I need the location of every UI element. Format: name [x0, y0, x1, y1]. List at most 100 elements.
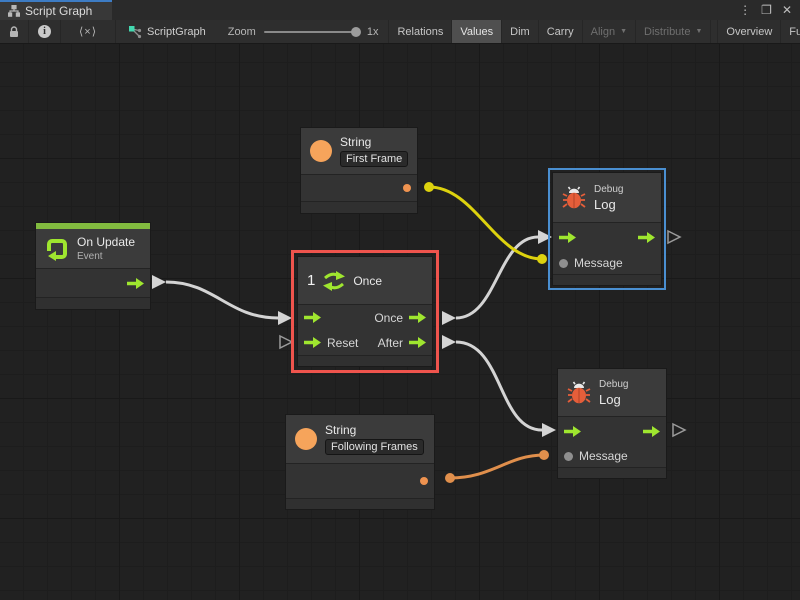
string-literal-icon	[295, 428, 317, 450]
message-input-port[interactable]	[559, 258, 568, 268]
port-label-reset: Reset	[327, 335, 359, 350]
wire-onupdate-once[interactable]	[165, 280, 279, 320]
node-once[interactable]: 1 Once Once Reset After	[291, 250, 439, 373]
on-update-loop-icon	[47, 238, 67, 261]
flow-input-arrow-icon[interactable]	[304, 312, 321, 323]
port-label-after: After	[377, 335, 403, 350]
edit-graph-button[interactable]: ⟨×⟩	[61, 20, 117, 43]
graph-reference[interactable]: ScriptGraph	[116, 20, 218, 43]
node-footer	[301, 201, 417, 213]
port-out-once-after[interactable]	[442, 335, 456, 349]
carry-button[interactable]: Carry	[539, 20, 583, 43]
node-title: Log	[599, 391, 621, 407]
flow-input-arrow-icon[interactable]	[304, 337, 321, 348]
once-cycle-icon	[323, 270, 346, 291]
lock-button[interactable]	[0, 20, 29, 43]
flow-input-arrow-icon[interactable]	[564, 425, 581, 437]
port-out-onupdate[interactable]	[152, 275, 166, 289]
node-title: Once	[353, 273, 383, 288]
node-footer	[558, 467, 666, 478]
graph-toolbar: i ⟨×⟩ ScriptGraph Zoom 1x Relations Valu…	[0, 20, 800, 44]
flow-input-arrow-icon[interactable]	[559, 232, 576, 243]
info-button[interactable]: i	[29, 20, 61, 43]
caret-down-icon: ▼	[620, 28, 628, 35]
node-category: Debug	[594, 183, 624, 195]
message-input-port[interactable]	[564, 451, 573, 461]
string-value-input[interactable]: First Frame	[340, 151, 408, 167]
window-menu-icon[interactable]: ⋮	[739, 3, 752, 17]
port-label-message: Message	[574, 256, 623, 270]
wire-stringfollowing-message[interactable]	[449, 453, 545, 480]
wire-yellow-start-dot[interactable]	[424, 182, 434, 192]
zoom-slider-thumb[interactable]	[350, 26, 361, 37]
port-out-once-once[interactable]	[442, 311, 456, 325]
values-button[interactable]: Values	[452, 20, 503, 43]
node-on-update[interactable]: On Update Event	[35, 222, 151, 310]
node-title: On Update	[77, 235, 136, 249]
close-icon[interactable]: ✕	[781, 3, 792, 17]
node-string-first[interactable]: String First Frame	[300, 127, 418, 214]
flow-output-arrow-icon[interactable]	[409, 312, 426, 323]
graph-canvas[interactable]: String First Frame On Update Event	[0, 44, 800, 600]
bug-icon	[562, 186, 586, 208]
node-debug-log-top[interactable]: Debug Log Message	[548, 168, 666, 290]
node-title: String	[340, 135, 372, 149]
fullscreen-button[interactable]: Full Screen	[789, 25, 800, 38]
info-icon: i	[38, 25, 51, 38]
node-title: Log	[594, 196, 616, 212]
port-out-debugbottom-exit[interactable]	[672, 422, 687, 438]
overview-button[interactable]: Overview	[717, 20, 782, 43]
port-in-once-reset[interactable]	[279, 334, 294, 350]
zoom-slider[interactable]	[263, 26, 361, 37]
wire-once-debugbottom[interactable]	[455, 340, 543, 432]
string-value-input[interactable]: Following Frames	[325, 439, 424, 455]
flow-output-arrow-icon[interactable]	[409, 337, 426, 348]
flow-output-arrow-icon[interactable]	[643, 425, 660, 437]
node-debug-log-bottom[interactable]: Debug Log Message	[557, 368, 667, 479]
tab-title: Script Graph	[25, 4, 93, 18]
once-counter: 1	[307, 272, 316, 289]
port-in-once-enter[interactable]	[278, 311, 292, 325]
code-icon: ⟨×⟩	[79, 26, 98, 38]
distribute-button[interactable]: Distribute ▼	[636, 20, 712, 43]
align-button[interactable]: Align ▼	[583, 20, 637, 43]
flow-output-arrow-icon[interactable]	[127, 277, 144, 289]
node-subtitle: Event	[77, 251, 103, 262]
event-accent-strip	[36, 223, 150, 229]
string-output-port[interactable]	[420, 477, 428, 485]
port-in-debugtop-enter[interactable]	[538, 230, 552, 244]
lock-icon	[10, 25, 18, 37]
port-label-message: Message	[579, 449, 628, 463]
node-footer	[36, 297, 150, 309]
node-title: String	[325, 423, 357, 437]
port-in-debugbottom-enter[interactable]	[542, 423, 556, 437]
flow-output-arrow-icon[interactable]	[638, 232, 655, 243]
maximize-icon[interactable]: ❐	[761, 3, 772, 17]
node-string-following[interactable]: String Following Frames	[285, 414, 435, 510]
wire-orange-start-dot[interactable]	[445, 473, 455, 483]
wire-once-debugtop[interactable]	[455, 235, 539, 320]
graph-name-label: ScriptGraph	[147, 25, 206, 38]
tab-script-graph[interactable]: Script Graph	[0, 0, 112, 20]
bug-icon	[567, 381, 591, 403]
zoom-value: 1x	[366, 25, 379, 38]
node-footer	[298, 355, 432, 366]
zoom-control: Zoom 1x	[218, 20, 389, 43]
node-category: Debug	[599, 378, 629, 390]
string-literal-icon	[310, 140, 332, 162]
string-output-port[interactable]	[403, 184, 411, 192]
wire-yellow-end-dot[interactable]	[537, 254, 547, 264]
wire-stringfirst-message[interactable]	[428, 185, 543, 261]
relations-button[interactable]: Relations	[389, 20, 453, 43]
zoom-label: Zoom	[227, 25, 256, 38]
port-out-debugtop-exit[interactable]	[667, 229, 682, 245]
node-footer	[553, 274, 661, 285]
script-graph-icon	[129, 25, 142, 38]
caret-down-icon: ▼	[695, 28, 703, 35]
dim-button[interactable]: Dim	[502, 20, 539, 43]
port-label-once: Once	[374, 310, 403, 325]
wire-layer	[152, 182, 687, 483]
tab-bar: Script Graph ⋮ ❐ ✕	[0, 0, 800, 20]
wire-orange-end-dot[interactable]	[539, 450, 549, 460]
graph-hierarchy-icon	[8, 5, 20, 17]
